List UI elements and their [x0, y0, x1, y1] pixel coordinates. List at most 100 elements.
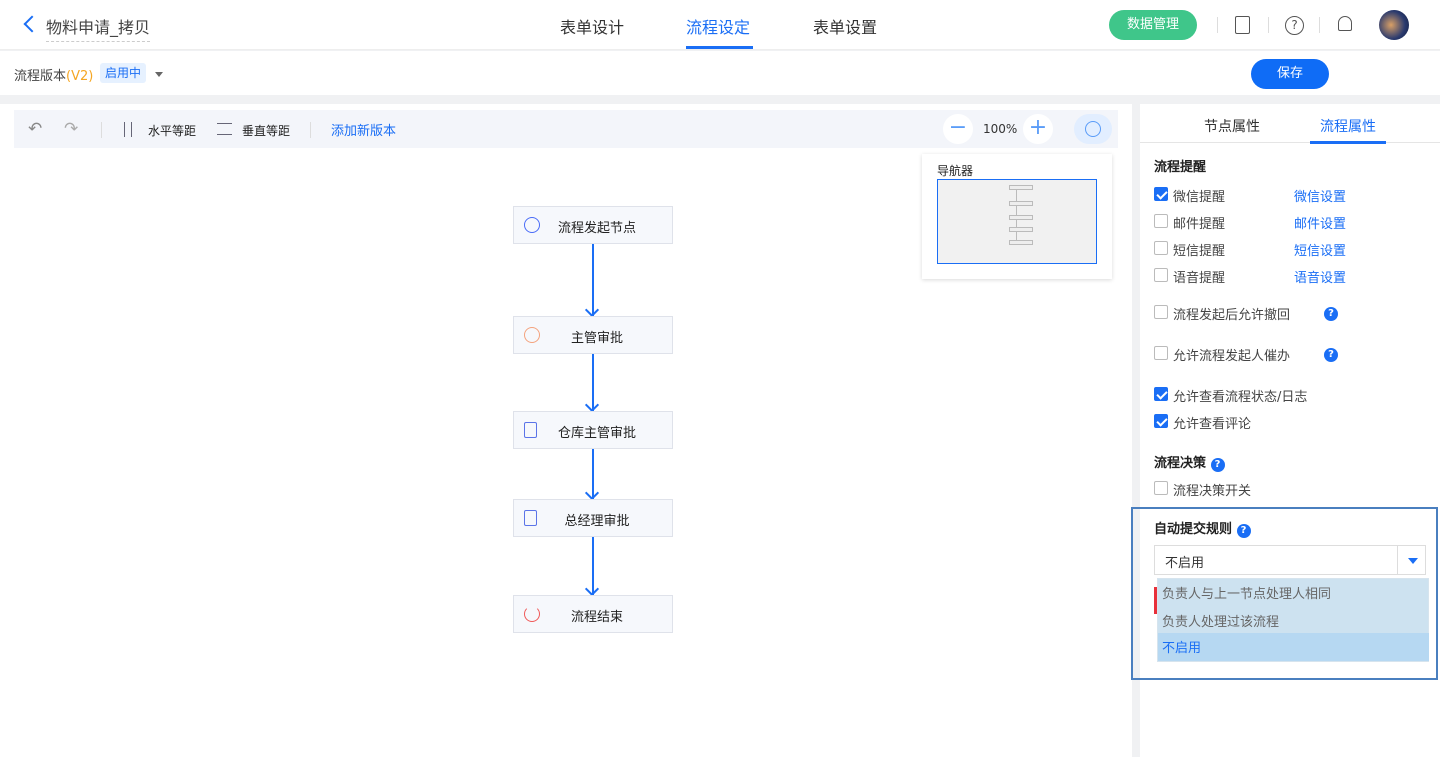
- error-marker: [1154, 587, 1157, 614]
- checkbox[interactable]: [1154, 481, 1168, 495]
- chevron-down-icon[interactable]: [1408, 558, 1418, 569]
- vertical-spacing-button[interactable]: 垂直等距: [242, 124, 291, 138]
- version-dropdown-icon[interactable]: [155, 72, 163, 81]
- flow-node-supervisor[interactable]: 主管审批: [513, 316, 673, 354]
- flow-node-warehouse[interactable]: 仓库主管审批: [513, 411, 673, 449]
- form-title[interactable]: 物料申请_拷贝: [46, 14, 151, 42]
- help-icon[interactable]: ?: [1236, 524, 1251, 538]
- label: 流程发起后允许撤回: [1173, 308, 1291, 323]
- locate-button[interactable]: [1074, 114, 1112, 144]
- auto-submit-section: [1131, 507, 1438, 680]
- auto-submit-title: 自动提交规则: [1154, 522, 1233, 537]
- flow-node-gm[interactable]: 总经理审批: [513, 499, 673, 537]
- alarm-icon: [524, 327, 540, 343]
- help-icon[interactable]: ?: [1285, 16, 1304, 35]
- divider: [310, 122, 311, 138]
- checkbox[interactable]: [1154, 241, 1168, 255]
- divider: [1217, 17, 1218, 33]
- help-icon[interactable]: ?: [1324, 307, 1338, 321]
- redo-icon[interactable]: ↷: [64, 119, 79, 139]
- zoom-level: 100%: [983, 122, 1018, 136]
- tab-form-settings[interactable]: 表单设置: [813, 18, 878, 37]
- zoom-out-button[interactable]: −: [943, 114, 973, 144]
- flow-arrow: [592, 537, 594, 595]
- reminder-heading: 流程提醒: [1154, 160, 1207, 175]
- dropdown-option-selected[interactable]: 不启用: [1158, 633, 1429, 661]
- label: 允许查看评论: [1173, 417, 1252, 432]
- back-icon[interactable]: [23, 15, 41, 33]
- label: 语音提醒: [1173, 271, 1226, 286]
- canvas-toolbar: ↶ ↷ 水平等距 垂直等距 添加新版本 − 100% +: [14, 110, 1118, 148]
- node-label: 主管审批: [570, 331, 623, 346]
- help-icon[interactable]: ?: [1210, 458, 1225, 472]
- top-header: 物料申请_拷贝 表单设计 流程设定 表单设置 数据管理 ?: [0, 0, 1440, 50]
- node-label: 总经理审批: [564, 514, 630, 529]
- auto-submit-heading: 自动提交规则 ?: [1154, 518, 1251, 538]
- checkbox[interactable]: [1154, 268, 1168, 282]
- play-icon: [524, 217, 540, 233]
- label: 流程决策开关: [1173, 484, 1252, 499]
- bell-icon[interactable]: [1338, 16, 1352, 31]
- tab-flow-settings[interactable]: 流程设定: [686, 18, 751, 37]
- horizontal-spacing-icon: [124, 122, 132, 137]
- navigator-viewport[interactable]: [937, 179, 1097, 264]
- label: 短信提醒: [1173, 244, 1226, 259]
- checkbox[interactable]: [1154, 414, 1168, 428]
- edit-icon: [524, 422, 537, 438]
- vertical-spacing-icon: [217, 123, 232, 135]
- checkbox[interactable]: [1154, 305, 1168, 319]
- status-badge: 启用中: [100, 63, 147, 83]
- horizontal-spacing-button[interactable]: 水平等距: [148, 124, 197, 138]
- power-icon: [524, 606, 540, 622]
- tab-node-properties[interactable]: 节点属性: [1204, 119, 1260, 135]
- add-version-link[interactable]: 添加新版本: [331, 124, 397, 139]
- voice-settings-link[interactable]: 语音设置: [1294, 271, 1347, 286]
- selected-value: 不启用: [1165, 556, 1205, 571]
- flow-arrow: [592, 449, 594, 499]
- data-management-button[interactable]: 数据管理: [1109, 10, 1197, 40]
- label: 邮件提醒: [1173, 217, 1226, 232]
- tab-underline: [686, 46, 753, 49]
- version-label: 流程版本: [14, 69, 67, 84]
- tab-flow-properties[interactable]: 流程属性: [1320, 119, 1376, 135]
- checkbox[interactable]: [1154, 214, 1168, 228]
- avatar[interactable]: [1379, 10, 1409, 40]
- navigator-title: 导航器: [937, 164, 974, 178]
- node-label: 流程发起节点: [557, 221, 636, 236]
- save-button[interactable]: 保存: [1251, 59, 1329, 89]
- flow-node-end[interactable]: 流程结束: [513, 595, 673, 633]
- tab-form-design[interactable]: 表单设计: [560, 18, 625, 37]
- checkbox[interactable]: [1154, 187, 1168, 201]
- divider: [1268, 17, 1269, 33]
- flow-arrow: [592, 244, 594, 316]
- divider: [101, 122, 102, 138]
- decision-heading: 流程决策 ?: [1154, 452, 1225, 472]
- node-label: 仓库主管审批: [557, 426, 636, 441]
- dropdown-option[interactable]: 负责人处理过该流程: [1162, 615, 1280, 630]
- email-settings-link[interactable]: 邮件设置: [1294, 217, 1347, 232]
- zoom-in-button[interactable]: +: [1023, 114, 1053, 144]
- label: 微信提醒: [1173, 190, 1226, 205]
- auto-submit-select[interactable]: 不启用: [1154, 545, 1426, 575]
- version-number: (V2): [66, 69, 94, 84]
- dropdown-option[interactable]: 负责人与上一节点处理人相同: [1162, 587, 1332, 602]
- flow-arrow: [592, 354, 594, 411]
- sms-settings-link[interactable]: 短信设置: [1294, 244, 1347, 259]
- wechat-settings-link[interactable]: 微信设置: [1294, 190, 1347, 205]
- undo-icon[interactable]: ↶: [28, 119, 43, 139]
- edit-icon: [524, 510, 537, 526]
- contacts-icon[interactable]: [1235, 16, 1250, 34]
- auto-submit-dropdown: 负责人与上一节点处理人相同 负责人处理过该流程 不启用: [1157, 578, 1429, 662]
- target-icon: [1085, 121, 1101, 137]
- checkbox[interactable]: [1154, 346, 1168, 360]
- label: 允许查看流程状态/日志: [1173, 390, 1308, 405]
- flow-node-start[interactable]: 流程发起节点: [513, 206, 673, 244]
- node-label: 流程结束: [570, 610, 623, 625]
- checkbox[interactable]: [1154, 387, 1168, 401]
- decision-title: 流程决策: [1154, 456, 1207, 471]
- help-icon[interactable]: ?: [1324, 348, 1338, 362]
- properties-panel: 节点属性 流程属性 流程提醒 微信提醒 微信设置 邮件提醒 邮件设置 短信提醒 短信设…: [1131, 104, 1440, 757]
- sub-header: 流程版本(V2) 启用中 保存: [0, 51, 1440, 95]
- flow-canvas: ↶ ↷ 水平等距 垂直等距 添加新版本 − 100% + 导航器 流程发起节点 …: [0, 104, 1132, 757]
- label: 允许流程发起人催办: [1173, 349, 1291, 364]
